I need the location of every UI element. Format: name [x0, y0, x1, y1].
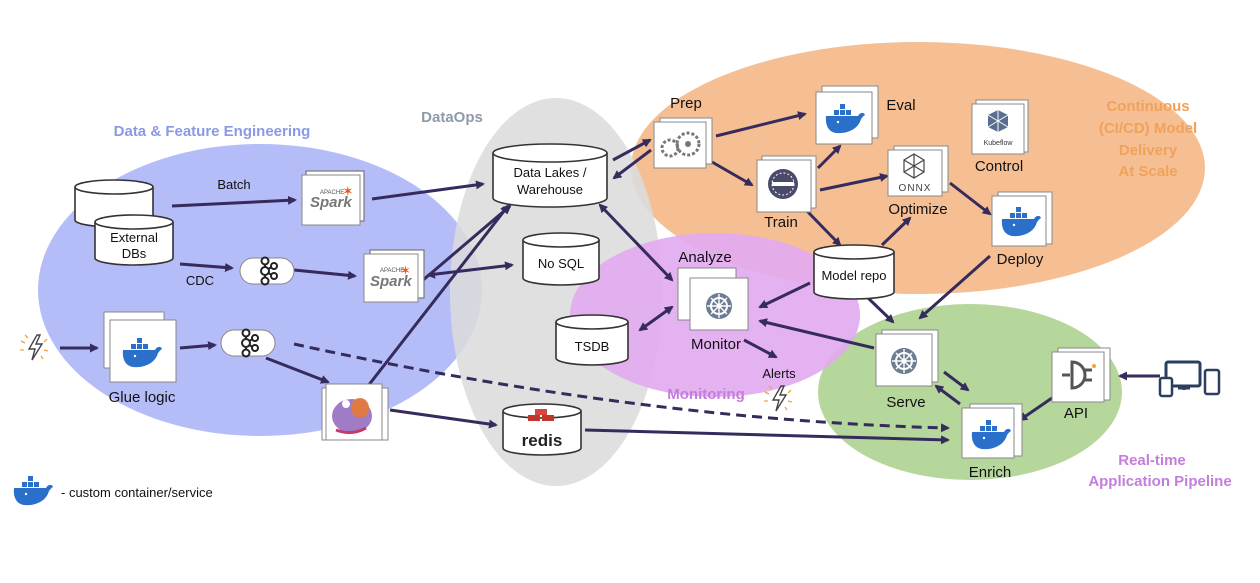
train: Train	[756, 155, 817, 231]
kubernetes-icon-serve	[890, 347, 918, 375]
model-repo-label: Model repo	[821, 268, 886, 283]
spark-label: Spark	[310, 194, 352, 211]
deploy: Deploy	[991, 191, 1053, 268]
optimize: ONNX Optimize	[887, 145, 949, 218]
spark-apache-label: APACHE	[320, 190, 344, 196]
onnx-label: ONNX	[899, 183, 932, 194]
no-sql-label: No SQL	[538, 256, 584, 271]
model-repo: Model repo	[813, 244, 895, 300]
spark-star-icon-2: ✶	[400, 263, 411, 278]
legend-docker-icon	[13, 476, 53, 506]
legend-text: - custom container/service	[61, 485, 213, 500]
analyze-monitor: Analyze Monitor	[677, 249, 749, 353]
external-dbs: External DBs	[94, 214, 174, 266]
external-dbs-label-2: DBs	[122, 246, 147, 261]
redis-label: redis	[522, 431, 563, 450]
optimize-label: Optimize	[888, 201, 947, 218]
deploy-label: Deploy	[997, 251, 1044, 268]
tsdb: TSDB	[555, 314, 629, 366]
kubeflow-label: Kubeflow	[984, 140, 1014, 147]
prep-label: Prep	[670, 95, 702, 112]
kafka-stream	[220, 328, 276, 358]
batch-label: Batch	[217, 177, 250, 192]
zone-title-realtime-2: Application Pipeline	[1088, 473, 1231, 490]
data-lakes-warehouse: Data Lakes / Warehouse	[492, 143, 608, 208]
control: Kubeflow Control	[971, 99, 1029, 175]
devices-icon	[1158, 360, 1221, 398]
connector-arrows	[60, 111, 1160, 445]
monitor-label: Monitor	[691, 336, 741, 353]
zone-title-data-feature: Data & Feature Engineering	[114, 123, 311, 140]
zone-title-cicd-3: Delivery	[1119, 142, 1178, 159]
glue-logic-label: Glue logic	[109, 389, 176, 406]
external-dbs-label-1: External	[110, 230, 158, 245]
kafka-cdc	[239, 256, 295, 286]
enrich: Enrich	[961, 403, 1023, 481]
zone-title-monitoring: Monitoring	[667, 386, 744, 403]
spark-cdc: APACHE Spark ✶	[363, 249, 425, 303]
no-sql: No SQL	[522, 232, 600, 286]
zone-title-cicd-2: (CI/CD) Model	[1099, 120, 1197, 137]
spark-star-icon: ✶	[342, 183, 354, 199]
analyze-label: Analyze	[678, 249, 731, 266]
spark-apache-label-2: APACHE	[380, 268, 404, 274]
prep: Prep	[653, 95, 713, 169]
data-lakes-label-1: Data Lakes /	[514, 165, 587, 180]
control-label: Control	[975, 158, 1023, 175]
stream-processor	[321, 383, 389, 441]
spark-label-2: Spark	[370, 273, 412, 290]
tsdb-label: TSDB	[575, 339, 610, 354]
data-lakes-label-2: Warehouse	[517, 182, 583, 197]
alerts-label: Alerts	[762, 366, 796, 381]
alerts: Alerts	[762, 366, 796, 412]
cdc-label: CDC	[186, 273, 214, 288]
train-label: Train	[764, 214, 798, 231]
event-source-bolt-icon	[19, 334, 49, 361]
api-label: API	[1064, 405, 1088, 422]
eval: Eval	[815, 85, 916, 145]
legend: - custom container/service	[13, 476, 213, 506]
enrich-label: Enrich	[969, 464, 1012, 481]
serve-label: Serve	[886, 394, 925, 411]
zone-title-dataops: DataOps	[421, 109, 483, 126]
eval-label: Eval	[886, 97, 915, 114]
zone-title-realtime-1: Real-time	[1118, 452, 1186, 469]
api: API	[1051, 347, 1111, 422]
redis: redis	[502, 403, 582, 456]
kubernetes-icon	[705, 292, 733, 320]
glue-logic: Glue logic	[103, 311, 177, 406]
spark-batch: APACHE Spark ✶	[301, 170, 365, 226]
serve: Serve	[875, 329, 939, 411]
zone-title-cicd-4: At Scale	[1118, 163, 1177, 180]
zone-title-cicd-1: Continuous	[1106, 98, 1189, 115]
